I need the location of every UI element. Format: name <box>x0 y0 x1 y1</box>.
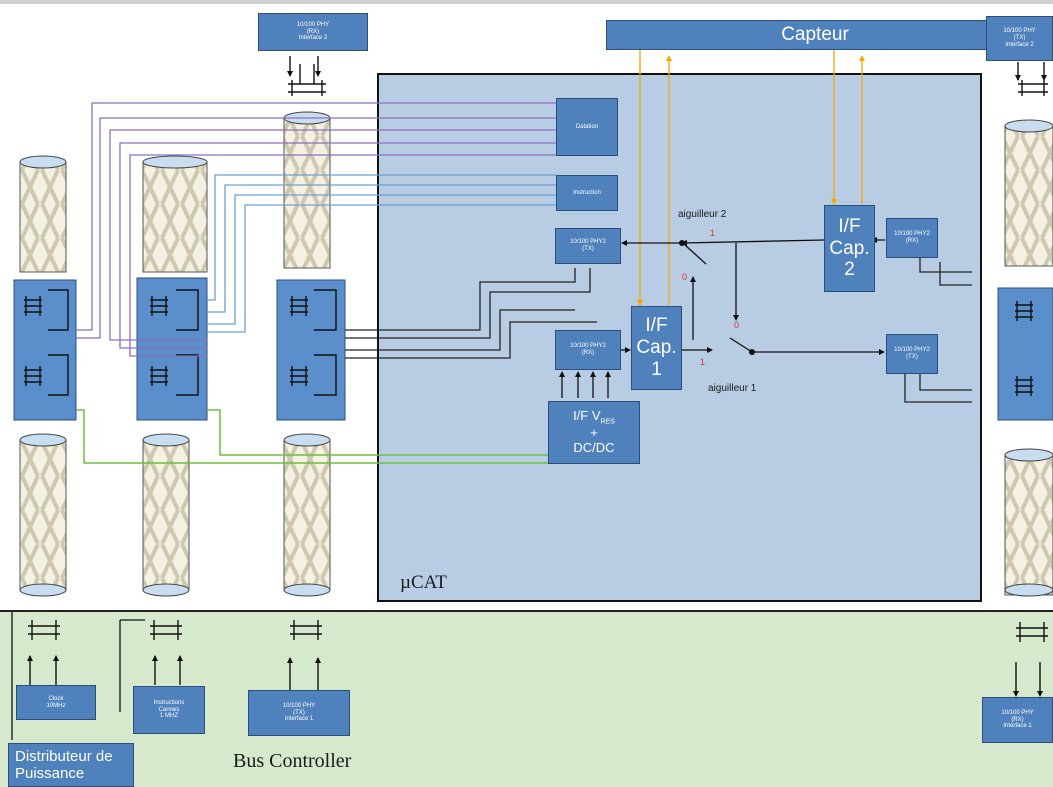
clock-block: Clock 10MHz <box>16 685 96 720</box>
cables <box>19 117 1053 596</box>
datation-block: Datation <box>556 98 618 156</box>
top-border <box>0 0 1053 4</box>
bus-controller-label: Bus Controller <box>233 750 352 772</box>
power-wires <box>76 409 548 464</box>
instructions-cannes-block: Instructions Cannes 1 MHZ <box>133 686 205 734</box>
phy2-tx-right-block: 10/100 PHY2 (TX) <box>886 334 938 374</box>
if-cap-2-block: I/F Cap. 2 <box>824 205 875 292</box>
switch1-pos0: 0 <box>734 320 740 330</box>
ucat-label: µCAT <box>400 572 447 593</box>
phy-tx-interface1-bottom-block: 10/100 PHY (TX) Interface 1 <box>248 690 350 736</box>
phy2-rx-left-block: 10/100 PHY2 (RX) <box>555 330 621 370</box>
if-vres-label: I/F VRES <box>573 407 615 426</box>
if-vres-dcdc-label: + DC/DC <box>573 425 615 456</box>
switch2-pos1: 1 <box>710 228 716 238</box>
if-cap-1-block: I/F Cap. 1 <box>631 306 682 390</box>
phy2-rx-right-block: 10/100 PHY2 (RX) <box>886 218 938 258</box>
transformer-units <box>13 277 1053 421</box>
phy-rx-interface1-right-block: 10/100 PHY (RX) Interface 1 <box>982 697 1053 743</box>
phy2-tx-left-block: 10/100 PHY2 (TX) <box>555 228 621 264</box>
switch1-pos1: 1 <box>700 357 706 367</box>
phy-rx-interface2-top-block: 10/100 PHY (RX) Interface 2 <box>258 13 368 51</box>
capteur-block: Capteur <box>606 20 1024 50</box>
distributeur-block: Distributeur de Puissance <box>8 743 134 787</box>
datation-wires <box>76 102 556 357</box>
if-vres-dcdc-block: I/F VRES + DC/DC <box>548 401 640 464</box>
aiguilleur-2-label: aiguilleur 2 <box>678 209 727 220</box>
instruction-wires <box>207 174 556 333</box>
instruction-block: Instruction <box>556 175 618 211</box>
phy-tx-interface2-right-block: 10/100 PHY (TX) Interface 2 <box>986 16 1053 61</box>
aiguilleur-1-label: aiguilleur 1 <box>708 383 757 394</box>
switch2-pos0: 0 <box>682 272 688 282</box>
